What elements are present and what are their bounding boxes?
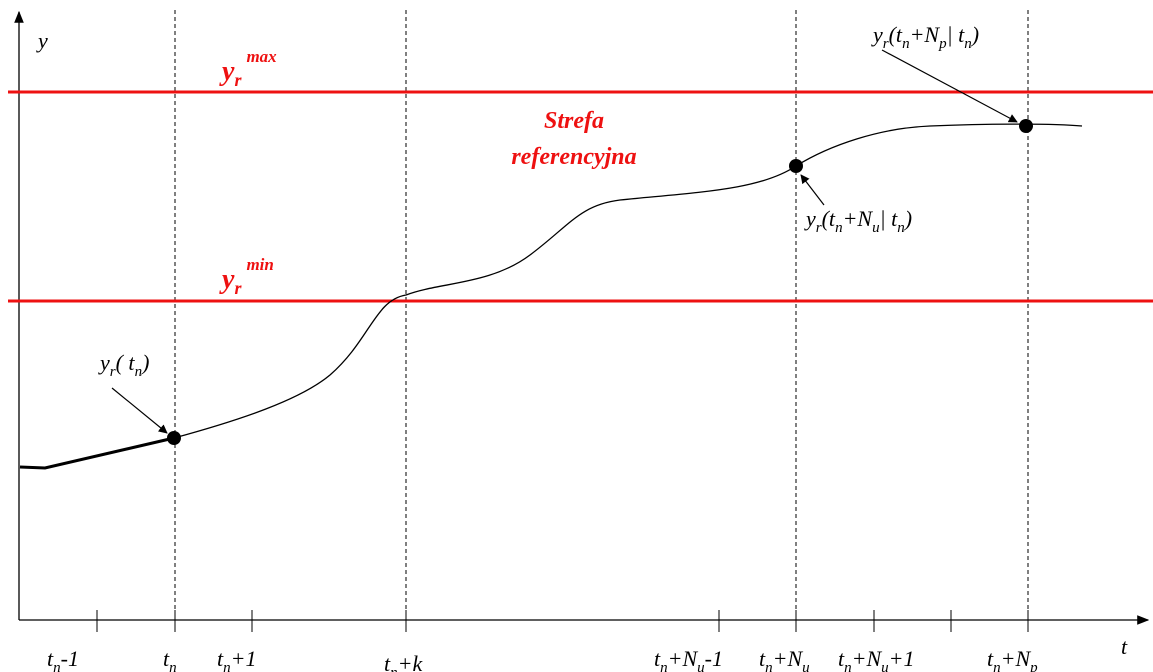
reference-zone-title-line2: referencyjna [511, 144, 636, 170]
tick-label-tn-plus-nu-plus-1: tn+Nu+1 [838, 646, 915, 672]
reference-zone-title-line1: Strefa [544, 108, 604, 134]
label-yr-tn-nu: yr(tn+Nu| tn) [804, 206, 912, 236]
tick-label-tn-plus-1: tn+1 [217, 646, 256, 672]
point-yr-tn [167, 431, 181, 445]
x-axis-label: t [1121, 634, 1128, 659]
x-tick-labels: tn-1 tn tn+1 tn+k tn+Nu-1 tn+Nu tn+Nu+1 … [47, 646, 1038, 672]
tick-label-tn-plus-nu: tn+Nu [759, 646, 810, 672]
past-output-curve [19, 436, 175, 470]
tick-label-tn-minus-1: tn-1 [47, 646, 79, 672]
y-axis-label: y [36, 28, 48, 53]
predicted-output-curve [173, 123, 1083, 439]
vertical-guides [174, 10, 1029, 622]
tick-label-tn: tn [163, 646, 177, 672]
arrow-yr-tn [111, 387, 168, 434]
label-yr-tn: yr( tn) [98, 350, 149, 380]
tick-label-tn-plus-nu-minus-1: tn+Nu-1 [654, 646, 723, 672]
label-yr-tn-np: yr(tn+Np| tn) [871, 22, 979, 52]
arrow-yr-tn-np [881, 49, 1018, 123]
tick-label-tn-plus-np: tn+Np [987, 646, 1038, 672]
yr-max-label: yrmax [219, 47, 277, 90]
yr-min-label: yrmin [219, 255, 274, 298]
point-yr-tn-np [1019, 119, 1033, 133]
arrow-yr-tn-nu [800, 174, 825, 206]
tick-label-tn-plus-k: tn+k [384, 651, 423, 672]
x-axis-ticks [96, 610, 1029, 632]
point-yr-tn-nu [789, 159, 803, 173]
